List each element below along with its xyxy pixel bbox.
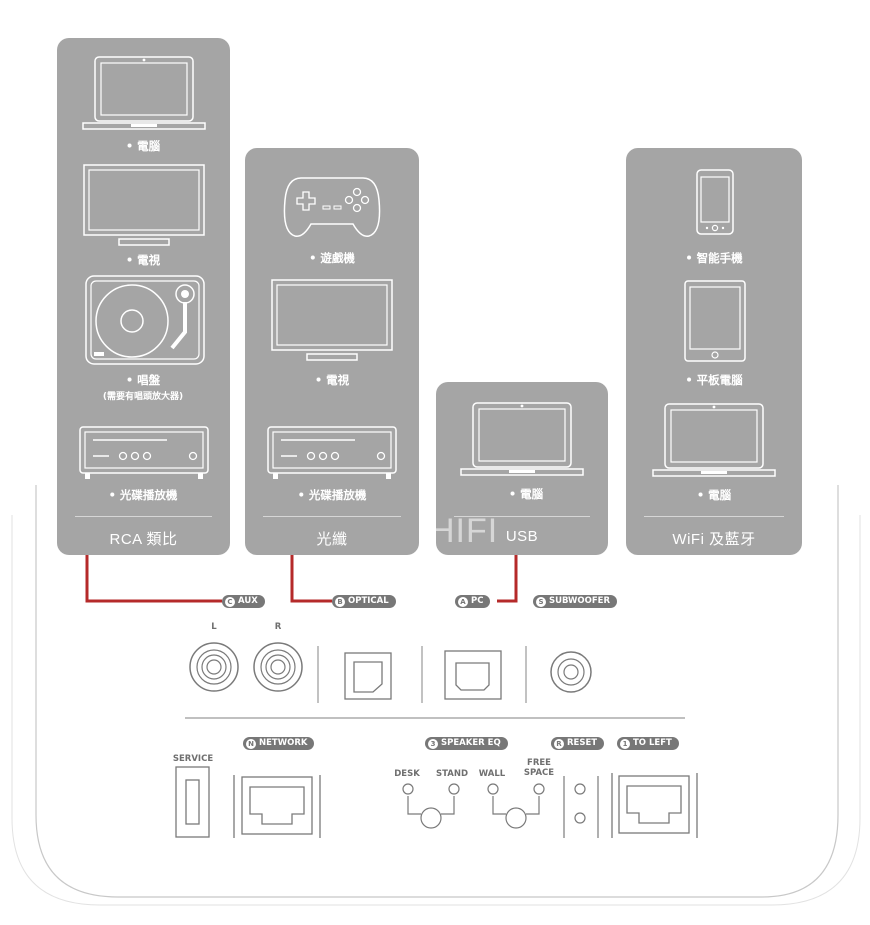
- optical-port: [344, 652, 392, 700]
- port-pill-network: N NETWORK: [243, 737, 315, 750]
- port-badge: B: [335, 596, 345, 607]
- port-pill-label: SPEAKER EQ: [441, 738, 501, 748]
- cable-aux: [85, 555, 222, 603]
- card-title: WiFi 及藍牙: [672, 531, 756, 548]
- eq-wall-label: WALL: [478, 769, 506, 779]
- service-usb-port: [175, 766, 210, 838]
- device-label: • 電視: [125, 253, 161, 267]
- speaker-eq-switches: [402, 783, 545, 829]
- port-badge: R: [554, 738, 564, 749]
- eq-desk-label: DESK: [394, 769, 420, 779]
- smartphone-icon: [696, 169, 734, 235]
- turntable-icon: [85, 275, 205, 365]
- device-label: • 唱盤: [125, 373, 161, 387]
- port-pill-label: OPTICAL: [348, 596, 389, 606]
- port-pill-reset: R RESET: [551, 737, 605, 750]
- port-pill-speaker-eq: 3 SPEAKER EQ: [425, 737, 508, 750]
- port-badge: S: [536, 596, 546, 607]
- laptop-icon: [652, 403, 776, 477]
- eq-stand-label: STAND: [435, 769, 469, 779]
- card-rca: • 電腦 • 電視 • 唱盤 (需要有唱頭放大器) • 光碟播放機 RCA 類比: [57, 38, 230, 555]
- card-wifi: • 智能手機 • 平板電腦 • 電腦 WiFi 及藍牙: [626, 148, 802, 555]
- subwoofer-jack: [550, 651, 592, 693]
- port-pill-label: NETWORK: [259, 738, 308, 748]
- device-label: • 電腦: [696, 488, 732, 502]
- port-badge: 1: [620, 738, 630, 749]
- device-label: • 電腦: [125, 139, 161, 153]
- device-label: • 平板電腦: [685, 373, 743, 387]
- port-pill-optical: B OPTICAL: [332, 595, 396, 608]
- tablet-icon: [684, 280, 746, 362]
- port-pill-label: RESET: [567, 738, 598, 748]
- port-pill-label: TO LEFT: [633, 738, 672, 748]
- service-label: SERVICE: [172, 754, 214, 764]
- port-pill-label: PC: [471, 596, 484, 606]
- tv-icon: [83, 164, 205, 246]
- laptop-icon: [82, 56, 206, 130]
- panel-inner-outline: [11, 515, 861, 906]
- card-usb: • 電腦 USB: [436, 382, 608, 555]
- disc-player-icon: [267, 426, 397, 479]
- port-pill-label: AUX: [238, 596, 258, 606]
- port-pill-aux: C AUX: [222, 595, 265, 608]
- device-label: • 電視: [314, 373, 350, 387]
- rca-left-label: L: [211, 622, 217, 632]
- eq-free-space-label: FREE SPACE: [523, 758, 555, 778]
- cable-optical: [290, 555, 332, 603]
- laptop-icon: [460, 402, 584, 476]
- to-left-ethernet-port: [611, 773, 698, 838]
- card-title: 光纖: [316, 531, 348, 548]
- device-label: • 遊戲機: [309, 251, 355, 265]
- device-label: • 光碟播放機: [297, 488, 367, 502]
- cable-pc: [497, 555, 518, 603]
- gamepad-icon: [283, 177, 381, 237]
- port-badge: C: [225, 596, 235, 607]
- rca-right-label: R: [274, 622, 282, 632]
- watermark: HIFI: [430, 512, 499, 550]
- device-label: • 智能手機: [685, 251, 743, 265]
- card-title: RCA 類比: [109, 531, 178, 548]
- device-sublabel: (需要有唱頭放大器): [102, 392, 184, 402]
- rca-right-jack: [253, 642, 303, 692]
- device-label: • 電腦: [508, 487, 544, 501]
- disc-player-icon: [79, 426, 209, 479]
- port-badge: A: [458, 596, 468, 607]
- port-badge: 3: [428, 738, 438, 749]
- card-optical: • 遊戲機 • 電視 • 光碟播放機 光纖: [245, 148, 419, 555]
- panel-outline: [35, 485, 839, 898]
- device-label: • 光碟播放機: [108, 488, 178, 502]
- port-pill-subwoofer: S SUBWOOFER: [533, 595, 618, 608]
- port-pill-label: SUBWOOFER: [549, 596, 611, 606]
- port-pill-to-left: 1 TO LEFT: [617, 737, 679, 750]
- network-ethernet-port: [233, 775, 321, 838]
- rca-left-jack: [189, 642, 239, 692]
- port-pill-pc: A PC: [455, 595, 491, 608]
- reset-button: [563, 776, 599, 838]
- usb-b-port: [444, 650, 502, 700]
- card-title: USB: [505, 528, 539, 545]
- tv-icon: [271, 279, 393, 361]
- port-badge: N: [246, 738, 256, 749]
